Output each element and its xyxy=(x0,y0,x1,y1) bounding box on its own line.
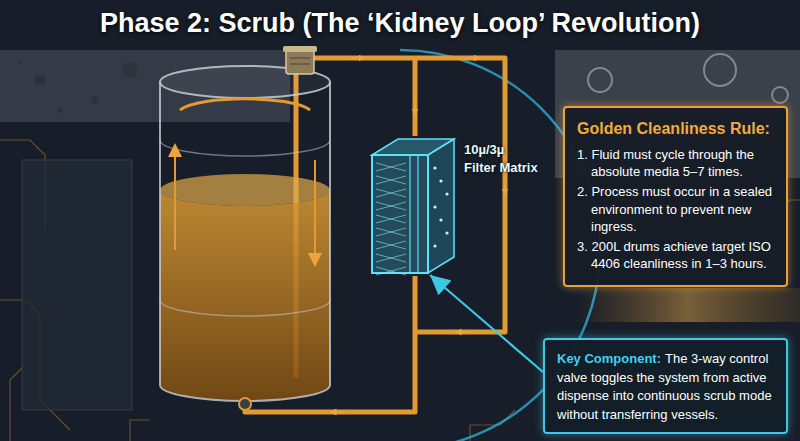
page-title: Phase 2: Scrub (The ‘Kidney Loop’ Revolu… xyxy=(0,6,800,40)
oil-drum xyxy=(160,66,330,401)
oil-swirl xyxy=(575,288,800,322)
three-way-valve xyxy=(239,398,251,410)
rule-item: 3. 200L drums achieve target ISO 4406 cl… xyxy=(577,238,774,272)
circuit-trace xyxy=(0,140,800,441)
rule-panel: Golden Cleanliness Rule: 1. Fluid must cy… xyxy=(563,106,788,287)
filter-matrix: 10µ/3µ Filter Matrix xyxy=(368,133,545,275)
panel-heading: Key Component: xyxy=(557,351,661,366)
panel-heading: Golden Cleanliness Rule: xyxy=(577,118,774,139)
rule-item: 1. Fluid must cycle through the absolute… xyxy=(577,146,774,180)
pump-canister xyxy=(283,46,317,74)
dispense-station xyxy=(22,160,132,410)
filter-cube xyxy=(368,133,460,278)
filter-label: 10µ/3µ Filter Matrix xyxy=(464,141,539,176)
key-component-box: Key Component:The 3-way control valve to… xyxy=(543,338,788,434)
rule-item: 2. Process must occur in a sealed enviro… xyxy=(577,183,774,234)
leader-arrow xyxy=(430,275,543,372)
